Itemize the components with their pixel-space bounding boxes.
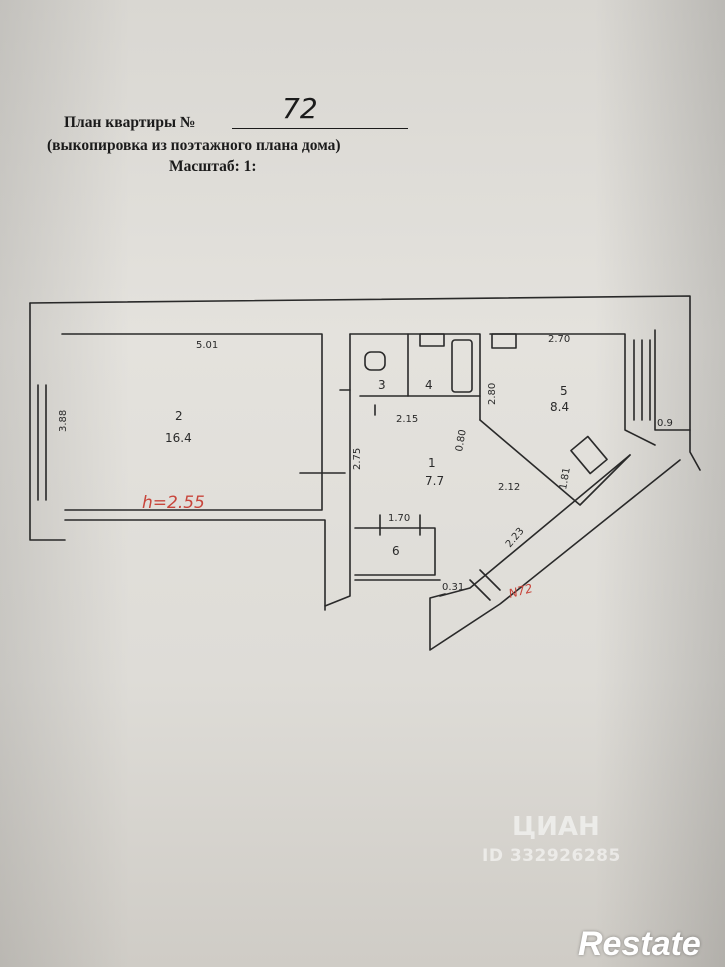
room-2-number: 2 bbox=[175, 409, 183, 423]
outer-diagonal-wall bbox=[429, 459, 681, 651]
room-2-area: 16.4 bbox=[165, 431, 192, 445]
room-1-number: 1 bbox=[428, 456, 436, 470]
bath-top-wall bbox=[349, 333, 481, 421]
room-1-area: 7.7 bbox=[425, 474, 444, 488]
title-underline bbox=[232, 128, 408, 129]
dim-room-5-depth: 2.80 bbox=[487, 383, 498, 405]
plan-scale: Масштаб: 1: bbox=[169, 158, 257, 175]
toilet-icon bbox=[364, 351, 386, 371]
dim-room-2-depth: 3.88 bbox=[58, 410, 69, 432]
entrance-diagonal-wall bbox=[439, 454, 631, 597]
partition-wall bbox=[324, 333, 351, 607]
left-window bbox=[37, 384, 47, 501]
room-5-number: 5 bbox=[560, 384, 568, 398]
outer-top-wall bbox=[29, 295, 701, 471]
dim-diagonal-2: 1.81 bbox=[558, 467, 573, 491]
apartment-mark: N72 bbox=[507, 581, 534, 601]
dim-room-5-width: 2.70 bbox=[548, 334, 570, 345]
room-6-walls bbox=[354, 527, 436, 576]
dim-bath-width: 2.15 bbox=[396, 414, 418, 425]
listing-id-watermark: ID 332926285 bbox=[482, 846, 621, 866]
door-marks bbox=[299, 389, 376, 474]
room-6-number: 6 bbox=[392, 544, 400, 558]
plan-subtitle: (выкопировка из поэтажного плана дома) bbox=[47, 137, 341, 154]
stove-icon bbox=[570, 435, 608, 475]
room-2-walls bbox=[61, 333, 323, 511]
room-4-number: 4 bbox=[425, 378, 433, 392]
room-5-area: 8.4 bbox=[550, 400, 569, 414]
sink-icon bbox=[419, 333, 445, 347]
dim-entrance-wall: 2.23 bbox=[504, 526, 527, 550]
room-3-number: 3 bbox=[378, 378, 386, 392]
dim-room-6-width: 1.70 bbox=[388, 513, 410, 524]
right-window-frame bbox=[654, 329, 691, 431]
dim-diagonal-1: 2.12 bbox=[498, 482, 520, 493]
kitchen-sink-icon bbox=[491, 333, 517, 349]
bathtub-icon bbox=[451, 339, 473, 393]
restate-logo: Restate bbox=[578, 925, 701, 963]
room-5-diagonal-wall bbox=[479, 419, 631, 506]
room-6-door-marks bbox=[379, 514, 421, 536]
plan-title: План квартиры № bbox=[64, 114, 196, 131]
dim-door-width: 0.80 bbox=[454, 429, 469, 453]
entrance-door-marks bbox=[469, 569, 501, 601]
room-5-walls bbox=[489, 333, 656, 446]
ceiling-height-note: h=2.55 bbox=[142, 493, 205, 513]
dim-entrance-offset: 0.31 bbox=[442, 582, 464, 593]
dim-hall-depth: 2.75 bbox=[352, 448, 363, 470]
dim-room-2-width: 5.01 bbox=[196, 340, 218, 351]
dim-window-depth: 0.9 bbox=[657, 418, 673, 429]
corridor-wall bbox=[64, 519, 326, 611]
apartment-number: 72 bbox=[282, 92, 318, 125]
right-window bbox=[633, 339, 651, 421]
cian-watermark: ЦИАН bbox=[512, 812, 600, 842]
outer-left-wall bbox=[29, 302, 66, 541]
